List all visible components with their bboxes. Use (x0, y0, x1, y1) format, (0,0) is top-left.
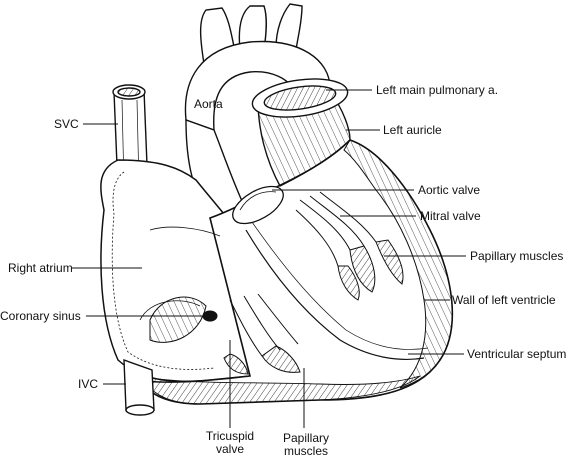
ventricular-septum (245, 229, 425, 360)
aortic-valve (232, 185, 284, 225)
label-aorta: Aorta (194, 97, 223, 111)
leader-lines (72, 89, 466, 428)
label-papillary-muscles-bottom-line1: Papillary (282, 431, 330, 445)
label-svc: SVC (54, 117, 79, 131)
label-aortic-valve: Aortic valve (418, 183, 481, 197)
aortic-arch (184, 3, 331, 132)
coronary-sinus (149, 296, 218, 343)
papillary-muscles-left (337, 239, 404, 301)
label-left-auricle: Left auricle (383, 123, 442, 137)
mitral-valve (295, 191, 377, 267)
label-ivc: IVC (78, 377, 99, 391)
label-tricuspid-valve: Tricuspid valve (204, 430, 256, 456)
label-papillary-muscles-bottom: Papillary muscles (280, 432, 332, 458)
ivc-vessel (123, 358, 155, 416)
label-ventricular-septum: Ventricular septum (467, 347, 567, 361)
label-papillary-muscles-right: Papillary muscles (470, 249, 564, 263)
label-right-atrium: Right atrium (8, 261, 73, 275)
label-tricuspid-valve-line1: Tricuspid (205, 429, 255, 443)
label-tricuspid-valve-line2: valve (215, 442, 244, 456)
label-papillary-muscles-bottom-line2: muscles (283, 444, 328, 458)
label-left-main-pulmonary-artery: Left main pulmonary a. (376, 83, 499, 97)
label-wall-of-left-ventricle: Wall of left ventricle (452, 293, 556, 307)
label-mitral-valve: Mitral valve (420, 209, 481, 223)
left-pulmonary-artery (251, 78, 349, 118)
label-coronary-sinus: Coronary sinus (0, 309, 81, 323)
